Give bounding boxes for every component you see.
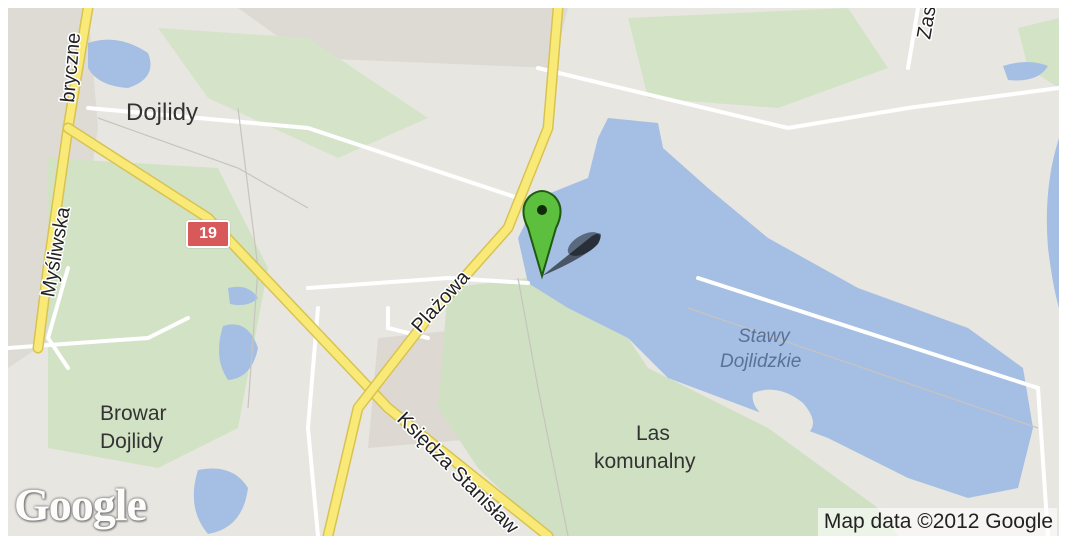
place-label-komunalny: komunalny [594, 450, 696, 473]
major-roads [32, 8, 564, 536]
park-area [628, 8, 888, 108]
place-label-browar: Browar [100, 402, 167, 425]
water-label-dojlidzkie: Dojlidzkie [720, 351, 801, 372]
pond [228, 286, 258, 306]
lake-stawy-dojlidzkie [518, 118, 1033, 498]
google-logo[interactable]: Google [14, 479, 147, 530]
place-label-dojlidy: Dojlidy [126, 99, 198, 126]
place-label-browar-dojlidy: Dojlidy [100, 430, 164, 453]
lake-island [752, 389, 813, 434]
map-canvas[interactable]: Dojlidy Browar Dojlidy Las komunalny Sta… [8, 8, 1059, 536]
pond [1046, 138, 1059, 308]
pond [88, 39, 151, 88]
water-label-stawy: Stawy [738, 326, 791, 347]
park-area [158, 28, 428, 158]
pond [219, 324, 258, 380]
park-area [1018, 18, 1059, 88]
forest-area [438, 278, 898, 536]
pond [193, 468, 248, 534]
place-label-las: Las [636, 422, 670, 445]
route-shield-19: 19 [186, 220, 230, 248]
map-layer: Dojlidy Browar Dojlidy Las komunalny Sta… [8, 8, 1059, 536]
minor-roads [8, 8, 1059, 536]
pond [1003, 62, 1048, 81]
map-pin-icon [522, 190, 601, 280]
map-attribution: Map data ©2012 Google [817, 508, 1057, 536]
